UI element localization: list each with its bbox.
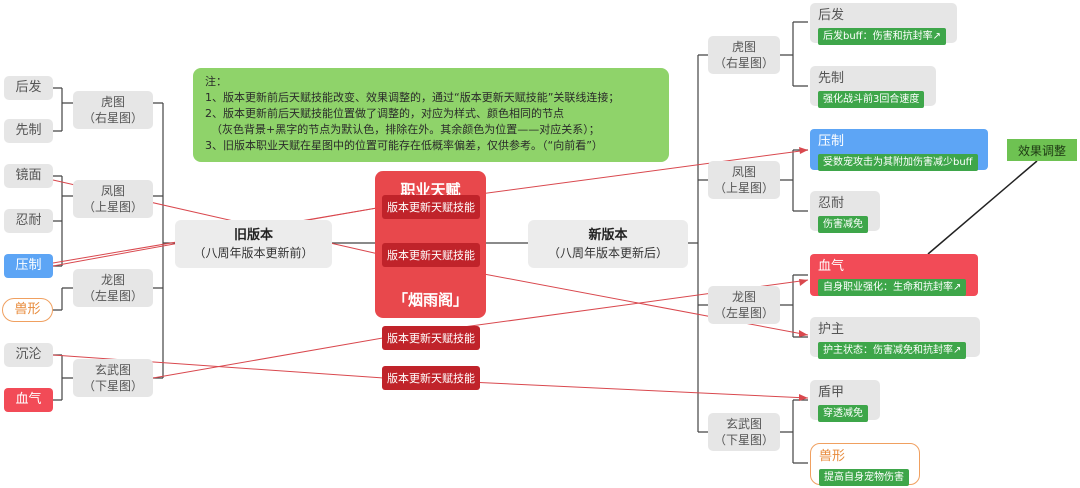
old-version-node[interactable]: 旧版本 （八周年版本更新前） [175, 220, 332, 268]
new-leaf-shouxing[interactable]: 兽形 提高自身宠物伤害 [810, 443, 920, 487]
leaf-label: 兽形 [819, 449, 846, 464]
effect-connector [927, 160, 1038, 255]
new-phoenix-connector [780, 149, 808, 212]
group-name: 龙图 [100, 272, 125, 287]
group-name: 凤图 [100, 183, 125, 198]
leaf-label: 压制 [818, 134, 845, 149]
new-group-dragon[interactable]: 龙图 （左星图） [708, 286, 780, 324]
leaf-tag: 后发buff：伤害和抗封率↗ [818, 27, 946, 46]
group-sub: （下星图） [713, 433, 774, 447]
leaf-label: 后发 [818, 8, 845, 23]
new-leaf-xueqi[interactable]: 血气 自身职业强化：生命和抗封率↗ [810, 254, 978, 297]
new-version-subtitle: （八周年版本更新后） [547, 245, 668, 260]
core-subtitle: 「烟雨阁」 [392, 291, 468, 309]
leaf-tag: 伤害减免 [818, 215, 868, 234]
arrow-yazhi [799, 147, 808, 154]
old-dragon-connector [53, 287, 73, 311]
old-leaf-shouxing[interactable]: 兽形 [2, 298, 53, 322]
link-label[interactable]: 版本更新天赋技能 [382, 326, 480, 350]
link-label[interactable]: 版本更新天赋技能 [382, 195, 480, 219]
group-name: 玄武图 [94, 362, 131, 377]
new-turtle-connector [780, 399, 808, 464]
old-leaf-jingmian[interactable]: 镜面 [4, 164, 53, 188]
group-sub: （上星图） [82, 200, 143, 214]
old-version-title: 旧版本 [233, 228, 273, 244]
new-leaf-dunjia[interactable]: 盾甲 穿透减免 [810, 380, 880, 423]
group-name: 凤图 [731, 164, 756, 179]
group-name: 龙图 [731, 289, 756, 304]
leaf-tag: 穿透减免 [818, 404, 868, 423]
leaf-label: 血气 [818, 259, 845, 274]
effect-adjust-label[interactable]: 效果调整 [1007, 139, 1077, 161]
arrow-jingmian [799, 330, 808, 337]
old-group-turtle[interactable]: 玄武图 （下星图） [73, 359, 153, 397]
old-leaf-chenlun[interactable]: 沉沦 [4, 343, 53, 367]
old-leaf-rennai[interactable]: 忍耐 [4, 209, 53, 233]
group-sub: （左星图） [82, 289, 143, 303]
note-line: 2、版本更新前后天赋技能位置做了调整的，对应为样式、颜色相同的节点 [205, 107, 564, 120]
group-sub: （上星图） [713, 181, 774, 195]
core-title: 职业天赋 [400, 181, 461, 199]
arrow-chenlun [799, 394, 808, 401]
new-leaf-huzhu[interactable]: 护主 护主状态：伤害减免和抗封率↗ [810, 317, 980, 360]
new-group-phoenix[interactable]: 凤图 （上星图） [708, 161, 780, 199]
new-version-title: 新版本 [588, 228, 628, 244]
new-leaf-houfa[interactable]: 后发 后发buff：伤害和抗封率↗ [810, 3, 957, 46]
leaf-tag: 自身职业强化：生命和抗封率↗ [818, 278, 967, 297]
old-tiger-connector [53, 87, 73, 132]
leaf-tag: 强化战斗前3回合速度 [818, 90, 925, 109]
new-leaf-rennai[interactable]: 忍耐 伤害减免 [810, 191, 880, 234]
group-name: 玄武图 [725, 416, 762, 431]
group-sub: （下星图） [82, 379, 143, 393]
note-line: 注： [205, 75, 227, 88]
arrow-xueqi [799, 279, 808, 286]
group-sub: （右星图） [713, 56, 774, 70]
leaf-label: 先制 [818, 71, 845, 86]
old-leaf-houfa[interactable]: 后发 [4, 76, 53, 100]
new-tiger-connector [780, 21, 808, 87]
group-name: 虎图 [100, 94, 125, 109]
leaf-label: 护主 [818, 322, 845, 337]
new-leaf-xianzhi[interactable]: 先制 强化战斗前3回合速度 [810, 66, 936, 109]
link-label[interactable]: 版本更新天赋技能 [382, 366, 480, 390]
old-leaf-xianzhi[interactable]: 先制 [4, 119, 53, 143]
new-center-connector [688, 54, 708, 433]
group-sub: （左星图） [713, 306, 774, 320]
group-name: 虎图 [731, 39, 756, 54]
old-group-dragon[interactable]: 龙图 （左星图） [73, 269, 153, 307]
leaf-tag: 提高自身宠物伤害 [819, 468, 909, 487]
new-dragon-connector [780, 274, 808, 338]
new-group-turtle[interactable]: 玄武图 （下星图） [708, 413, 780, 451]
leaf-label: 盾甲 [818, 385, 845, 400]
old-turtle-connector [53, 354, 73, 401]
old-leaf-xueqi[interactable]: 血气 [4, 388, 53, 412]
old-group-tiger[interactable]: 虎图 （右星图） [73, 91, 153, 129]
new-version-node[interactable]: 新版本 （八周年版本更新后） [528, 220, 688, 268]
old-phoenix-connector [53, 175, 73, 267]
note-box: 注： 1、版本更新前后天赋技能改变、效果调整的，通过“版本更新天赋技能”关联线连… [193, 68, 669, 162]
leaf-tag: 受数宠攻击为其附加伤害减少buff [818, 153, 978, 172]
old-center-connector [153, 102, 175, 379]
old-leaf-yazhi[interactable]: 压制 [4, 254, 53, 278]
note-line: （灰色背景+黑字的节点为默认色，排除在外。其余颜色为位置——对应关系）； [211, 123, 600, 136]
old-group-phoenix[interactable]: 凤图 （上星图） [73, 180, 153, 218]
note-line: 1、版本更新前后天赋技能改变、效果调整的，通过“版本更新天赋技能”关联线连接； [205, 91, 620, 104]
link-label[interactable]: 版本更新天赋技能 [382, 243, 480, 267]
leaf-tag: 护主状态：伤害减免和抗封率↗ [818, 341, 967, 360]
new-group-tiger[interactable]: 虎图 （右星图） [708, 36, 780, 74]
leaf-label: 忍耐 [818, 196, 845, 211]
group-sub: （右星图） [82, 111, 143, 125]
new-leaf-yazhi[interactable]: 压制 受数宠攻击为其附加伤害减少buff [810, 129, 988, 172]
note-line: 3、旧版本职业天赋在星图中的位置可能存在低概率偏差，仅供参考。（“向前看”） [205, 139, 603, 152]
old-version-subtitle: （八周年版本更新前） [193, 245, 314, 260]
